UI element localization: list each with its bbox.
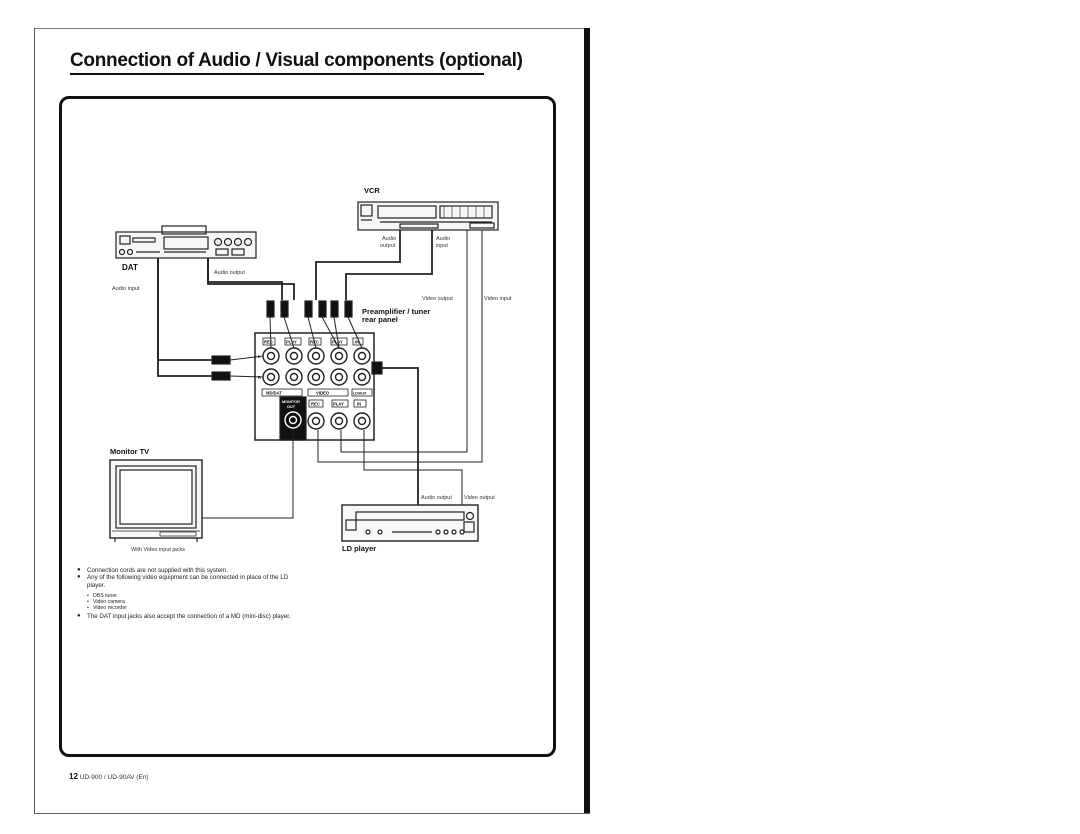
footer-model: UD-900 / UD-90AV (En) <box>79 774 149 781</box>
video-equipment-list: • DBS tuner • Video camera • Video recorder <box>87 593 297 611</box>
note-text: The DAT input jacks also accept the conn… <box>87 612 291 620</box>
page-border-top <box>34 28 590 29</box>
title-underline <box>70 73 484 75</box>
page-border-right <box>584 28 590 814</box>
dot-icon: • <box>87 598 89 605</box>
sub-item-text: DBS tuner <box>93 592 117 599</box>
bullet-icon: ● <box>77 612 81 619</box>
page-border-bottom <box>34 813 590 814</box>
sub-item-text: Video recorder <box>93 604 127 611</box>
sub-item-text: Video camera <box>93 598 125 605</box>
page-border-left <box>34 28 35 814</box>
manual-page: Connection of Audio / Visual components … <box>34 28 590 814</box>
note-text: Any of the following video equipment can… <box>87 574 289 589</box>
note-item: ● The DAT input jacks also accept the co… <box>77 613 297 620</box>
dot-icon: • <box>87 592 89 599</box>
note-item: ● Any of the following video equipment c… <box>77 574 297 589</box>
dot-icon: • <box>87 604 89 611</box>
sub-list-item: • DBS tuner <box>87 593 297 599</box>
page-footer: 12 UD-900 / UD-90AV (En) <box>69 772 149 781</box>
bullet-icon: ● <box>77 567 81 573</box>
note-text: Connection cords are not supplied with t… <box>87 567 229 574</box>
sub-list-item: • Video camera <box>87 599 297 605</box>
sub-list-item: • Video recorder <box>87 605 297 611</box>
notes-list: ● Connection cords are not supplied with… <box>77 567 297 620</box>
note-item: ● Connection cords are not supplied with… <box>77 567 297 574</box>
page-title: Connection of Audio / Visual components … <box>70 50 523 71</box>
page-number: 12 <box>69 772 78 781</box>
bullet-icon: ● <box>77 574 81 581</box>
diagram-frame <box>59 96 556 757</box>
